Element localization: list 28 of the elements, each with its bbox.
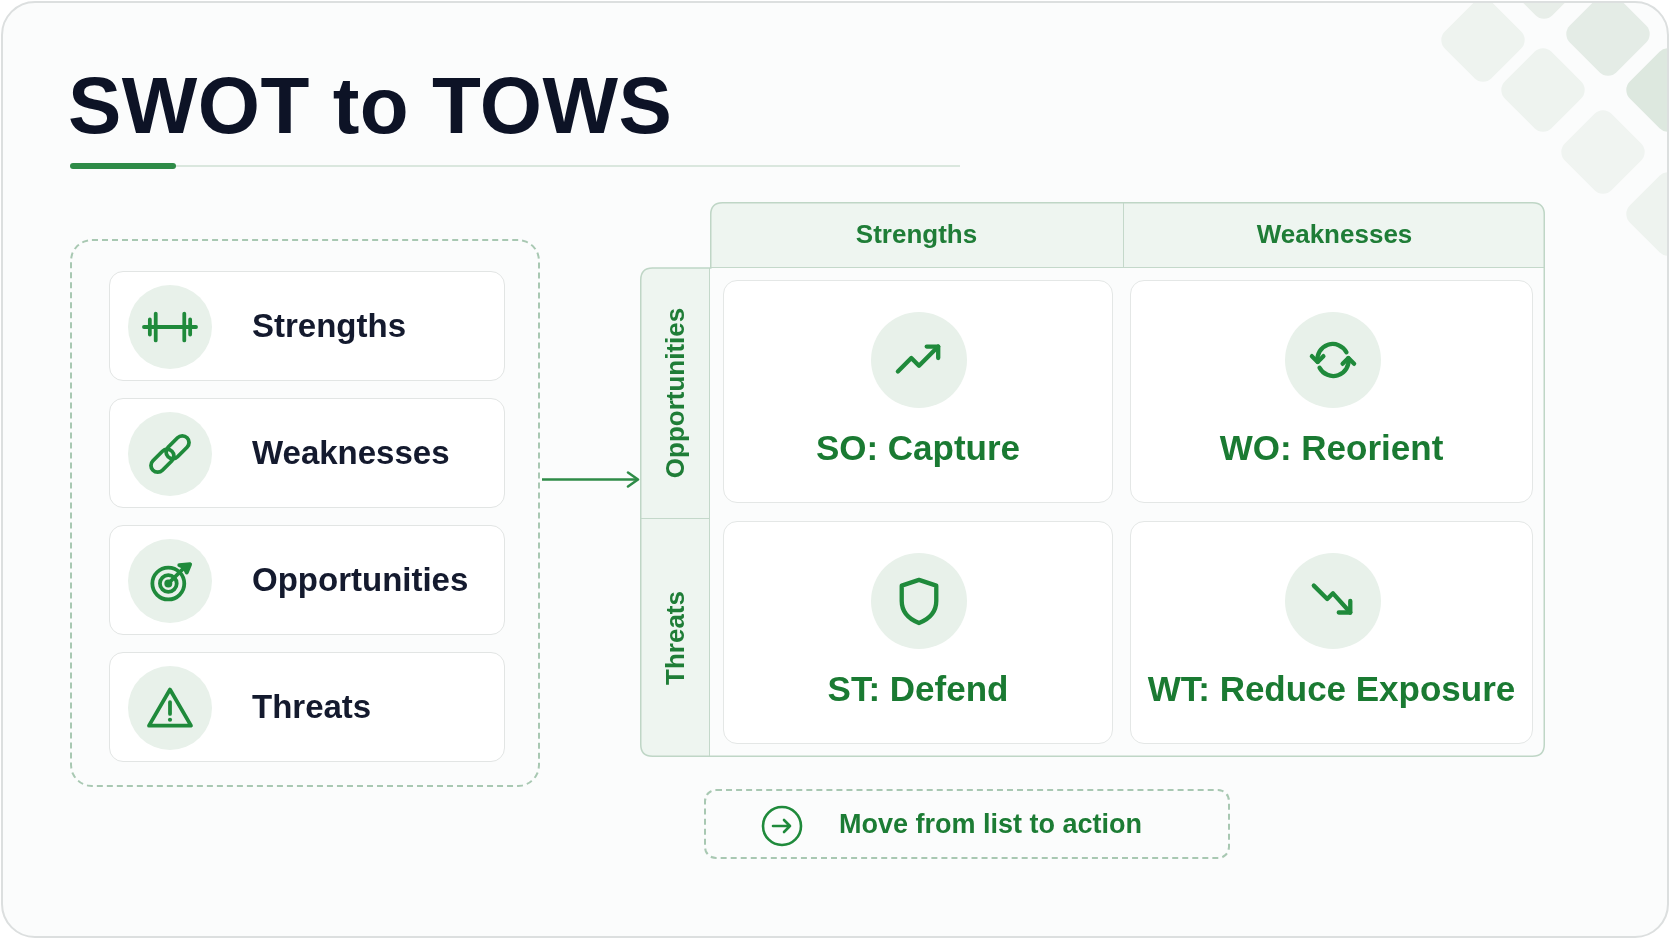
column-header: Weaknesses (1124, 202, 1545, 268)
strategy-label: SO: Capture (815, 427, 1021, 469)
row-header-label: Threats (659, 591, 690, 685)
title: SWOT to TOWS (68, 66, 673, 146)
swot-item-card (109, 398, 505, 508)
swot-label: Strengths (252, 306, 406, 346)
swot-item-card (109, 271, 505, 381)
note-text: Move from list to action (839, 808, 1143, 840)
dashed-group-frame (70, 239, 540, 787)
strategy-card (1130, 280, 1533, 503)
strategy-label: WT: Reduce Exposure (1147, 668, 1516, 710)
swot-label: Opportunities (252, 560, 469, 600)
strategy-card (1130, 521, 1533, 744)
strategy-card (723, 521, 1113, 744)
dashed-note-frame (704, 789, 1230, 859)
tows-matrix (640, 202, 1545, 757)
row-header (640, 519, 710, 757)
arrow (542, 471, 640, 488)
swot-item-card (109, 652, 505, 762)
swot-label: Weaknesses (252, 433, 450, 473)
row-header-label: Opportunities (659, 307, 690, 479)
swot-item-card (109, 525, 505, 635)
swot-label: Threats (252, 687, 372, 727)
strategy-label: WO: Reorient (1219, 427, 1444, 469)
strategy-card (723, 280, 1113, 503)
row-header (640, 268, 710, 519)
column-header: Strengths (710, 202, 1124, 268)
strategy-label: ST: Defend (827, 668, 1009, 710)
